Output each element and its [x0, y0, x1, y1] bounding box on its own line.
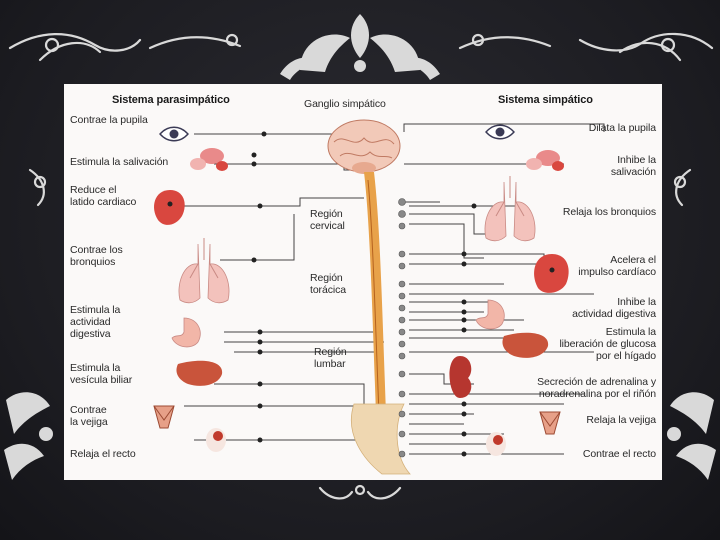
- spinal-cord-icon: [350, 172, 411, 475]
- region-lumbar: Región lumbar: [314, 346, 347, 370]
- para-effect-heart: Reduce el latido cardiaco: [70, 184, 137, 208]
- lungs-icon: [484, 176, 536, 242]
- para-effect-rectum: Relaja el recto: [70, 448, 136, 460]
- symp-effect-glucose: Estimula la liberación de glucosa por el…: [559, 326, 656, 362]
- kidney-icon: [449, 356, 472, 398]
- brain-icon: [327, 119, 401, 174]
- lungs-icon: [178, 238, 230, 304]
- nervous-system-diagram: Sistema parasimpático Sistema simpático …: [64, 84, 662, 480]
- stomach-icon: [475, 299, 505, 330]
- left-ornament-icon: [4, 168, 53, 480]
- symp-effect-adrenaline: Secreción de adrenalina y noradrenalina …: [537, 376, 656, 400]
- heart-icon: [534, 254, 569, 293]
- salivary-gland-icon: [190, 148, 228, 171]
- para-effect-gallbladder: Estimula la vesícula biliar: [70, 362, 133, 386]
- rectum-icon: [206, 428, 226, 452]
- sympathetic-header: Sistema simpático: [498, 94, 593, 106]
- bladder-icon: [539, 411, 561, 435]
- symp-effect-saliva: Inhibe la salivación: [610, 154, 656, 178]
- eye-icon: [485, 124, 515, 140]
- right-ornament-icon: [667, 168, 716, 480]
- liver-icon: [176, 360, 223, 386]
- ganglion-label: Ganglio simpático: [304, 98, 386, 110]
- symp-effect-bladder: Relaja la vejiga: [586, 414, 656, 426]
- para-effect-pupil: Contrae la pupila: [70, 114, 148, 126]
- top-ornament-icon: [8, 14, 714, 80]
- para-effect-digestive: Estimula la actividad digestiva: [70, 304, 121, 340]
- para-effect-bronchi: Contrae los bronquios: [70, 244, 123, 268]
- para-effect-bladder: Contrae la vejiga: [70, 404, 108, 428]
- symp-effect-rectum: Contrae el recto: [582, 448, 656, 460]
- stomach-icon: [171, 317, 201, 348]
- salivary-gland-icon: [526, 150, 564, 171]
- para-effect-saliva: Estimula la salivación: [70, 156, 169, 168]
- region-cervical: Región cervical: [310, 208, 345, 232]
- diagram-artwork: [153, 119, 605, 475]
- symp-effect-digestive: Inhibe la actividad digestiva: [572, 296, 656, 320]
- bladder-icon: [153, 405, 175, 429]
- parasympathetic-header: Sistema parasimpático: [112, 94, 230, 106]
- eye-icon: [159, 126, 189, 142]
- heart-icon: [154, 190, 185, 225]
- symp-effect-heart: Acelera el impulso cardíaco: [578, 254, 656, 278]
- liver-icon: [502, 332, 549, 358]
- bottom-ornament-icon: [318, 484, 402, 500]
- symp-effect-bronchi: Relaja los bronquios: [562, 206, 656, 218]
- symp-effect-pupil: Dilata la pupila: [588, 122, 656, 134]
- rectum-icon: [486, 432, 506, 456]
- region-thoracic: Región torácica: [310, 272, 346, 296]
